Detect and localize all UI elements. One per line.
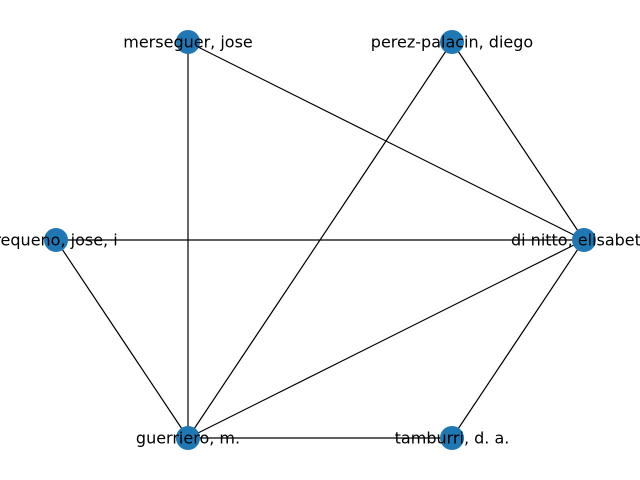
node-label-dinitto: di nitto, elisabetta <box>511 231 640 250</box>
node-guerriero <box>176 426 200 450</box>
labels-layer: merseguer, jose perez-palacin, diego reque… <box>0 33 640 448</box>
node-label-requeno: requeno, jose, i <box>0 231 118 250</box>
node-merseguer <box>176 30 200 54</box>
edge-dinitto-tamburri <box>451 239 585 439</box>
edge-requeno-guerriero <box>55 239 189 439</box>
nodes-layer <box>44 30 596 450</box>
node-label-guerriero: guerriero, m. <box>136 429 240 448</box>
node-label-merseguer: merseguer, jose <box>123 33 253 52</box>
edges-layer <box>55 41 585 439</box>
node-tamburri <box>440 426 464 450</box>
node-label-perez: perez-palacin, diego <box>371 33 533 52</box>
node-dinitto <box>572 228 596 252</box>
edge-perez-dinitto <box>451 41 585 241</box>
node-requeno <box>44 228 68 252</box>
node-label-tamburri: tamburri, d. a. <box>395 429 510 448</box>
edge-dinitto-guerriero <box>187 239 585 439</box>
node-perez <box>440 30 464 54</box>
